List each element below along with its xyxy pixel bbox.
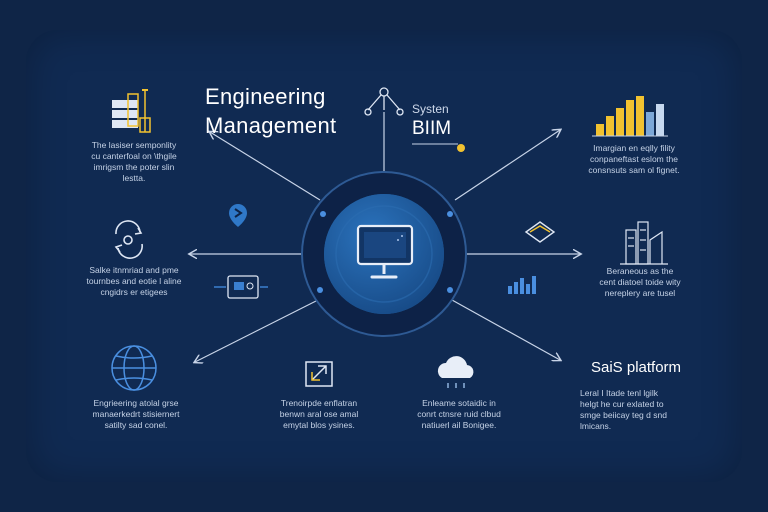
text-block-top-left: The lasiser semponlity cu canterfoal on … — [91, 140, 177, 183]
bar-chart-icon — [508, 276, 536, 294]
bim-dot — [457, 144, 465, 152]
settings-panel-icon — [214, 275, 268, 299]
title-line-2: Management — [205, 113, 337, 138]
connector-bottom-left — [195, 299, 319, 362]
city-bar-chart-icon — [592, 96, 668, 137]
connector-top-left — [210, 132, 321, 201]
text-block-top-right: Imargian en eqlly fility conpaneftast es… — [588, 143, 680, 175]
title-line-1: Engineering — [205, 84, 326, 109]
tree-network-icon — [364, 87, 404, 116]
bim-small-label: Systen — [412, 102, 449, 116]
connector-lines — [190, 112, 580, 362]
connector-top-right — [454, 130, 560, 201]
cycle-arrows-icon — [114, 220, 143, 259]
monitor-icon — [356, 224, 414, 279]
saas-label: SaiS platform — [591, 359, 682, 376]
connector-bottom-right — [451, 299, 560, 360]
dashboard-panel-icon — [524, 221, 556, 243]
bim-label: BIIM — [412, 118, 452, 139]
text-block-mid-right: Beraneous as the cent diatoel toide wity… — [599, 266, 681, 298]
skyscrapers-icon — [620, 221, 668, 265]
text-block-mid-left: Salke itnmriad and pme tournbes and eoti… — [86, 265, 182, 297]
text-block-bottom-center-right: Enleame sotaidic in conrt ctnsre ruid cl… — [417, 398, 501, 430]
expand-arrows-icon — [305, 361, 333, 387]
globe-icon — [111, 345, 157, 391]
location-pin-icon — [229, 204, 247, 227]
document-stack-icon — [112, 89, 151, 133]
text-block-bottom-right: Leral I Itade tenl lgilk helgt he cur ex… — [580, 388, 667, 431]
text-block-bottom-left: Engrieering atolal grse manaerkedrt stis… — [92, 398, 180, 430]
page-title: Engineering Management — [205, 82, 336, 140]
text-block-bottom-center-left: Trenoirpde enflatran benwn aral ose amal… — [279, 398, 359, 430]
cloud-icon — [437, 356, 474, 388]
